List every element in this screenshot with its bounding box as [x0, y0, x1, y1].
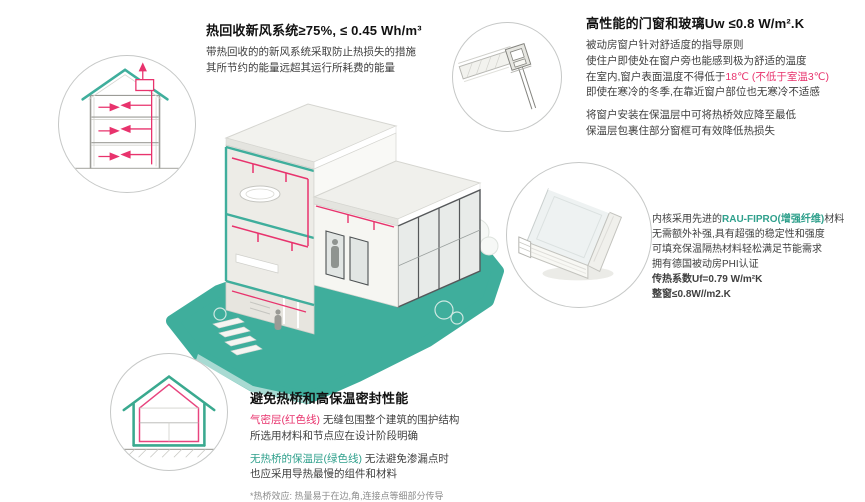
heat-recovery-unit — [135, 79, 155, 92]
thermal-title: 避免热桥和高保温密封性能 — [250, 391, 409, 406]
insulation-layer-green — [122, 375, 216, 447]
windows-line-5: 将窗户安装在保温层中可将热桥效应降至最低 — [586, 109, 796, 121]
callout-window-install-detail — [452, 22, 562, 132]
bathtub — [239, 185, 281, 203]
material-uf-value: 传热系数Uf=0.79 W/m²K — [652, 274, 763, 285]
basement-level — [225, 281, 315, 335]
material-line-1: 内核采用先进的RAU-FIPRO(增强纤维)材料 — [652, 212, 864, 227]
material-text-block: 内核采用先进的RAU-FIPRO(增强纤维)材料 无需额外补强,具有超强的稳定性… — [652, 212, 864, 302]
windows-line-3-text: 在室内,窗户表面温度不得低于 — [586, 70, 726, 83]
windows-title: 高性能的门窗和玻璃Uw ≤0.8 W/m².K — [586, 16, 805, 31]
thermal-footnote: *热桥效应: 热量易于在边,角,连接点等细部分传导 — [250, 491, 444, 501]
ventilation-title: 热回收新风系统≥75%, ≤ 0.45 Wh/m³ — [206, 23, 422, 38]
thermal-line-4: 也应采用导热最慢的组件和材料 — [250, 468, 397, 481]
garden-sketch — [213, 300, 464, 325]
right-wing — [312, 160, 482, 309]
ventilation-section-drawing — [74, 62, 180, 169]
windows-text-block: 高性能的门窗和玻璃Uw ≤0.8 W/m².K 被动房窗户针对舒适度的指导原则 … — [586, 13, 862, 140]
thermal-layers-section-drawing — [120, 375, 218, 458]
callout-ventilation-section — [58, 55, 196, 193]
thermal-text-block: 避免热桥和高保温密封性能 气密层(红色线) 无缝包围整个建筑的围护结构 所选用材… — [250, 388, 580, 502]
glass-facade — [397, 188, 481, 309]
windows-line-4: 即使在寒冷的冬季,在靠近窗户部位也无寒冷不适感 — [586, 86, 820, 99]
window-frame-section — [504, 42, 532, 71]
thermal-line-1: 气密层(红色线) 无缝包围整个建筑的围护结构 — [250, 413, 580, 429]
thermal-line-3-text: 无法避免渗漏点时 — [362, 452, 449, 465]
ventilation-line-2: 其所节约的能量远超其运行所耗费的能量 — [206, 61, 395, 74]
material-brand-name: RAU-FIPRO(增强纤维) — [722, 214, 825, 225]
person-figure — [274, 309, 282, 330]
windows-line-6: 保温层包裹住部分窗框可有效降低热损失 — [586, 124, 775, 137]
window-profile-render — [518, 187, 623, 281]
material-line-3: 可填充保温隔热材料轻松满足节能需求 — [652, 244, 822, 255]
material-uw-value: 整窗≤0.8W//m2.K — [652, 289, 731, 300]
airtight-layer-label: 气密层(红色线) — [250, 414, 320, 426]
ventilation-text-block: 热回收新风系统≥75%, ≤ 0.45 Wh/m³ 带热回收的的新风系统采取防止… — [206, 20, 474, 77]
thermal-line-3: 无热桥的保温层(绿色线) 无法避免渗漏点时 — [250, 452, 580, 468]
windows-line-1: 被动房窗户针对舒适度的指导原则 — [586, 39, 744, 51]
kitchen-counter — [235, 253, 279, 274]
windows-temp-note: (不低于室温3℃) — [748, 70, 829, 83]
callout-window-profile — [506, 162, 652, 308]
glass-pane-section — [510, 65, 537, 110]
house-cutaway-illustration — [166, 103, 504, 404]
material-line-2: 无需额外补强,具有超强的稳定性和强度 — [652, 229, 825, 240]
airtight-layer-red — [138, 383, 200, 443]
profile-cut-face — [518, 236, 532, 259]
window-install-section-drawing — [458, 42, 537, 110]
material-line-1-suffix: 材料 — [824, 214, 845, 225]
thermal-line-2: 所选用材料和节点应在设计阶段明确 — [250, 429, 418, 442]
wing-duct — [315, 205, 395, 230]
ventilation-ducts — [231, 157, 309, 251]
ventilation-line-1: 带热回收的的新风系统采取防止热损失的措施 — [206, 46, 416, 58]
windows-line-3: 在室内,窗户表面温度不得低于18℃ (不低于室温3℃) — [586, 70, 862, 86]
windows-temp-value: 18℃ — [725, 70, 749, 83]
ground-floor-doors — [313, 203, 399, 308]
outdoor-stairs — [212, 317, 263, 356]
insulation-layer-label: 无热桥的保温层(绿色线) — [250, 452, 362, 465]
material-line-4: 拥有德国被动房PHI认证 — [652, 259, 759, 270]
main-block — [224, 103, 398, 307]
thermal-line-1-text: 无缝包围整个建筑的围护结构 — [320, 414, 460, 426]
cutaway-face — [224, 144, 315, 307]
airflow-arrows — [98, 62, 153, 165]
callout-thermal-layers — [110, 353, 228, 471]
windows-line-2: 使住户即使处在窗户旁也能感到极为舒适的温度 — [586, 54, 807, 67]
person-figure — [331, 239, 339, 268]
material-line-1-prefix: 内核采用先进的 — [652, 214, 722, 225]
